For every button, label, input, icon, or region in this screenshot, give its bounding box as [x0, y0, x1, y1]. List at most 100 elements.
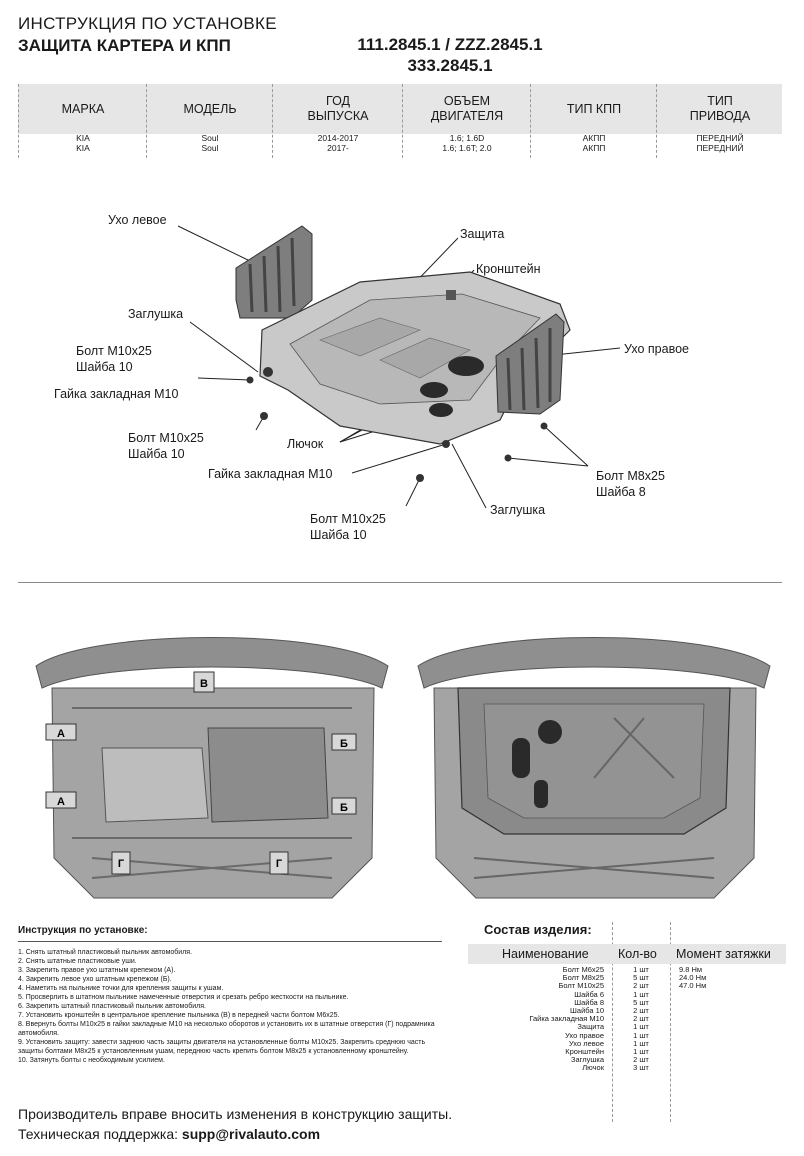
composition-item-torque: 47.0 Нм: [679, 981, 707, 991]
spec-cell: ПЕРЕДНИЙ: [696, 143, 744, 153]
instruction-step: 4. Наметить на пыльнике точки для крепле…: [18, 985, 224, 992]
callout-bolt-m10-1: Болт М10х25: [76, 344, 152, 358]
underbody-photo-after: [417, 637, 771, 899]
composition-divider: [670, 922, 671, 1122]
spec-header-gearbox: ТИП КПП: [566, 101, 622, 116]
marker-a-top-box: [45, 723, 77, 741]
callout-washer-8: Шайба 8: [596, 485, 646, 499]
spec-cell: ПЕРЕДНИЙ: [696, 133, 744, 143]
composition-item-qty: 1 шт: [633, 1047, 649, 1057]
instruction-step: 3. Закрепить правое ухо штатным крепежом…: [18, 967, 176, 974]
spec-header-text: ОБЪЕМ ДВИГАТЕЛЯ: [430, 94, 504, 123]
composition-item-name: Ухо правое: [565, 1030, 604, 1040]
marker-v-box: [193, 671, 215, 693]
instruction-step: 9. Установить защиту: завести заднюю час…: [18, 1039, 426, 1055]
spec-header-year: ГОД ВЫПУСКА: [273, 86, 403, 132]
spec-cell: KIA: [76, 143, 90, 153]
bolt-icon: [540, 422, 548, 430]
composition-item-qty: 5 шт: [633, 973, 649, 983]
composition-item-name: Болт М8х25: [562, 973, 604, 983]
composition-header-qty: Кол-во: [618, 947, 657, 961]
bolt-icon: [260, 412, 268, 420]
marker-g-left-box: [111, 851, 131, 875]
callout-washer-10-2: Шайба 10: [128, 447, 185, 461]
composition-item-qty: 1 шт: [633, 965, 649, 974]
callout-washer-10-1: Шайба 10: [76, 360, 133, 374]
spec-cell: 1.6; 1.6T; 2.0: [442, 143, 492, 153]
instructions-rule: [18, 941, 442, 942]
composition-names: Болт М6х25 Болт М8х25 Болт М10х25 Шайба …: [468, 965, 604, 1073]
composition-item-name: Болт М6х25: [562, 965, 604, 974]
composition-header-torque: Момент затяжки: [676, 947, 771, 961]
instruction-step: 2. Снять штатные пластиковые уши.: [18, 958, 137, 965]
exploded-assembly-diagram: [177, 225, 621, 509]
composition-qtys: 1 шт 5 шт 2 шт 1 шт 5 шт 2 шт 2 шт 1 шт …: [612, 965, 670, 1073]
composition-item-qty: 2 шт: [633, 1055, 649, 1065]
composition-item-qty: 2 шт: [633, 981, 649, 991]
marker-b-top-box: [331, 733, 357, 751]
spec-cell: Soul: [201, 133, 219, 143]
bracket-part: [446, 290, 456, 300]
composition-item-qty: 1 шт: [633, 1022, 649, 1032]
spec-cell: 1.6; 1.6D: [449, 133, 485, 143]
marker-v: В: [200, 678, 208, 690]
composition-item-name: Ухо левое: [568, 1038, 604, 1048]
callout-nut-m10-1: Гайка закладная М10: [54, 387, 179, 401]
composition-item-qty: 1 шт: [633, 989, 649, 999]
footer-notice: Производитель вправе вносить изменения в…: [18, 1106, 453, 1122]
spec-cell: 2017-: [327, 143, 349, 153]
doc-title-line2: ЗАЩИТА КАРТЕРА И КПП: [18, 36, 231, 55]
section-divider: [18, 582, 782, 583]
footer-support: Техническая поддержка: supp@rivalauto.co…: [18, 1126, 320, 1142]
composition-item-name: Шайба 8: [574, 997, 604, 1007]
composition-item-name: Лючок: [582, 1063, 604, 1073]
composition-item-qty: 2 шт: [633, 1006, 649, 1016]
marker-b-bottom: Б: [340, 802, 348, 814]
composition-item-torque: 9.8 Нм: [679, 965, 703, 974]
instruction-step: 6. Закрепить штатный пластиковый пыльник…: [18, 1003, 206, 1010]
instruction-step: 8. Ввернуть болты М10х25 в гайки закладн…: [18, 1021, 435, 1037]
composition-divider: [612, 922, 613, 1122]
callout-guard: Защита: [460, 227, 505, 241]
callout-plug-top: Заглушка: [128, 307, 184, 321]
composition-item-name: Заглушка: [570, 1055, 604, 1065]
marker-g-right: Г: [276, 858, 283, 870]
composition-item-qty: 1 шт: [633, 1030, 649, 1040]
callout-washer-10-3: Шайба 10: [310, 528, 367, 542]
doc-title-line1: ИНСТРУКЦИЯ ПО УСТАНОВКЕ: [18, 14, 277, 33]
marker-b-top: Б: [340, 738, 348, 750]
composition-item-name: Гайка закладная М10: [529, 1014, 604, 1024]
callout-bracket: Кронштейн: [476, 262, 541, 276]
spec-header-band: [18, 84, 782, 134]
composition-item-name: Защита: [577, 1022, 604, 1032]
support-email-link[interactable]: supp@rivalauto.com: [181, 1126, 321, 1142]
instruction-step: 1. Снять штатный пластиковый пыльник авт…: [18, 949, 193, 956]
composition-item-name: Болт М10х25: [558, 981, 604, 991]
spec-header-text: ТИП ПРИВОДА: [689, 94, 751, 123]
spec-cell: KIA: [76, 133, 90, 143]
marker-b-bottom-box: [331, 797, 357, 815]
callout-nut-m10-2: Гайка закладная М10: [208, 467, 333, 481]
spec-cell: АКПП: [582, 133, 606, 143]
composition-torques: 9.8 Нм 24.0 Нм 47.0 Нм: [679, 965, 779, 991]
instruction-step: 5. Просверлить в штатном пыльнике намече…: [18, 994, 349, 1001]
spec-header-engine: ОБЪЕМ ДВИГАТЕЛЯ: [403, 86, 531, 132]
support-label: Техническая поддержка:: [18, 1126, 179, 1142]
callout-bolt-m10-2: Болт М10х25: [128, 431, 204, 445]
composition-item-qty: 5 шт: [633, 997, 649, 1007]
callout-ear-right: Ухо правое: [624, 342, 689, 356]
part-codes-line2: 333.2845.1: [407, 56, 493, 75]
callout-bolt-m10-3: Болт М10х25: [310, 512, 386, 526]
composition-item-name: Кронштейн: [565, 1047, 604, 1057]
